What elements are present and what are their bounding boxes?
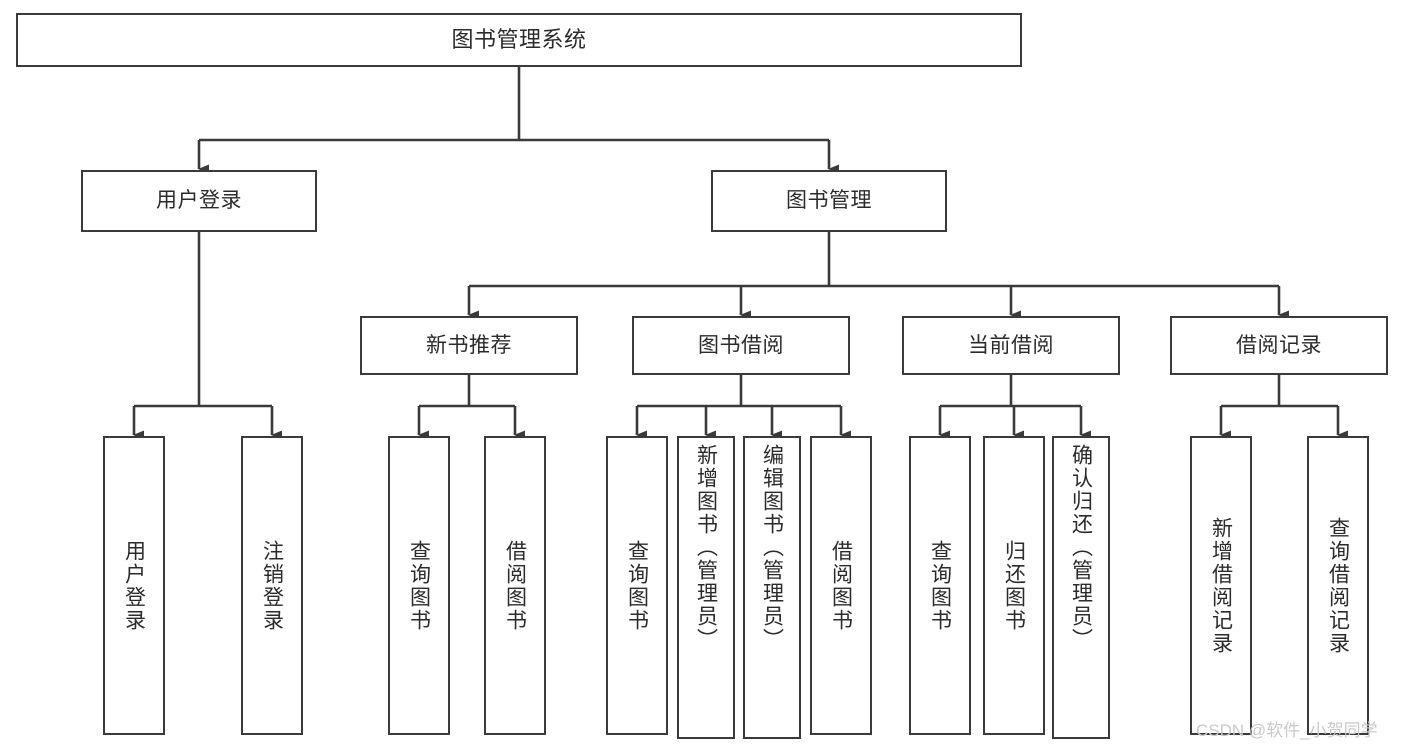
node-label: 借阅图书 bbox=[503, 539, 527, 632]
node-leaf-query-1[interactable]: 查询图书 bbox=[388, 436, 450, 735]
node-label: 借阅记录 bbox=[1236, 333, 1322, 357]
edge-group bbox=[132, 67, 1348, 440]
node-leaf-query-3[interactable]: 查询图书 bbox=[909, 436, 971, 735]
node-leaf-query-rec[interactable]: 查询借阅记录 bbox=[1307, 436, 1369, 735]
node-leaf-logout[interactable]: 注销登录 bbox=[241, 436, 303, 735]
node-label: 当前借阅 bbox=[968, 333, 1054, 357]
node-label: 借阅图书 bbox=[829, 539, 853, 632]
node-label: 注销登录 bbox=[260, 539, 284, 632]
node-label: 归还图书 bbox=[1002, 539, 1026, 632]
node-book-manage[interactable]: 图书管理 bbox=[711, 170, 947, 232]
node-current-borrow[interactable]: 当前借阅 bbox=[902, 316, 1120, 375]
node-label: 图书管理 bbox=[786, 189, 872, 213]
node-leaf-query-2[interactable]: 查询图书 bbox=[606, 436, 668, 735]
node-label: 查询图书 bbox=[625, 539, 649, 632]
node-new-book-rec[interactable]: 新书推荐 bbox=[360, 316, 578, 375]
node-label: 查询图书 bbox=[928, 539, 952, 632]
node-user-login[interactable]: 用户登录 bbox=[81, 170, 317, 232]
node-leaf-add-record[interactable]: 新增借阅记录 bbox=[1190, 436, 1252, 735]
node-leaf-borrow-2[interactable]: 借阅图书 bbox=[810, 436, 872, 735]
node-label: 查询图书 bbox=[407, 539, 431, 632]
node-label: 图书借阅 bbox=[698, 333, 784, 357]
node-label: 查询借阅记录 bbox=[1326, 516, 1350, 655]
node-leaf-return[interactable]: 归还图书 bbox=[983, 436, 1045, 735]
node-leaf-edit-book[interactable]: 编辑图书（管理员） bbox=[743, 436, 801, 739]
node-label: 用户登录 bbox=[122, 539, 146, 632]
node-book-borrow[interactable]: 图书借阅 bbox=[632, 316, 850, 375]
node-leaf-confirm[interactable]: 确认归还（管理员） bbox=[1052, 436, 1110, 739]
node-label: 新增图书（管理员） bbox=[694, 444, 718, 651]
node-label: 新增借阅记录 bbox=[1209, 516, 1233, 655]
node-leaf-borrow-1[interactable]: 借阅图书 bbox=[484, 436, 546, 735]
node-leaf-user-login[interactable]: 用户登录 bbox=[103, 436, 165, 735]
node-root[interactable]: 图书管理系统 bbox=[16, 13, 1022, 67]
node-label: 编辑图书（管理员） bbox=[760, 444, 784, 651]
node-label: 图书管理系统 bbox=[451, 26, 587, 52]
node-label: 用户登录 bbox=[156, 189, 242, 213]
node-label: 确认归还（管理员） bbox=[1069, 444, 1093, 651]
node-label: 新书推荐 bbox=[426, 333, 512, 357]
node-leaf-add-book[interactable]: 新增图书（管理员） bbox=[677, 436, 735, 739]
node-borrow-record[interactable]: 借阅记录 bbox=[1170, 316, 1388, 375]
